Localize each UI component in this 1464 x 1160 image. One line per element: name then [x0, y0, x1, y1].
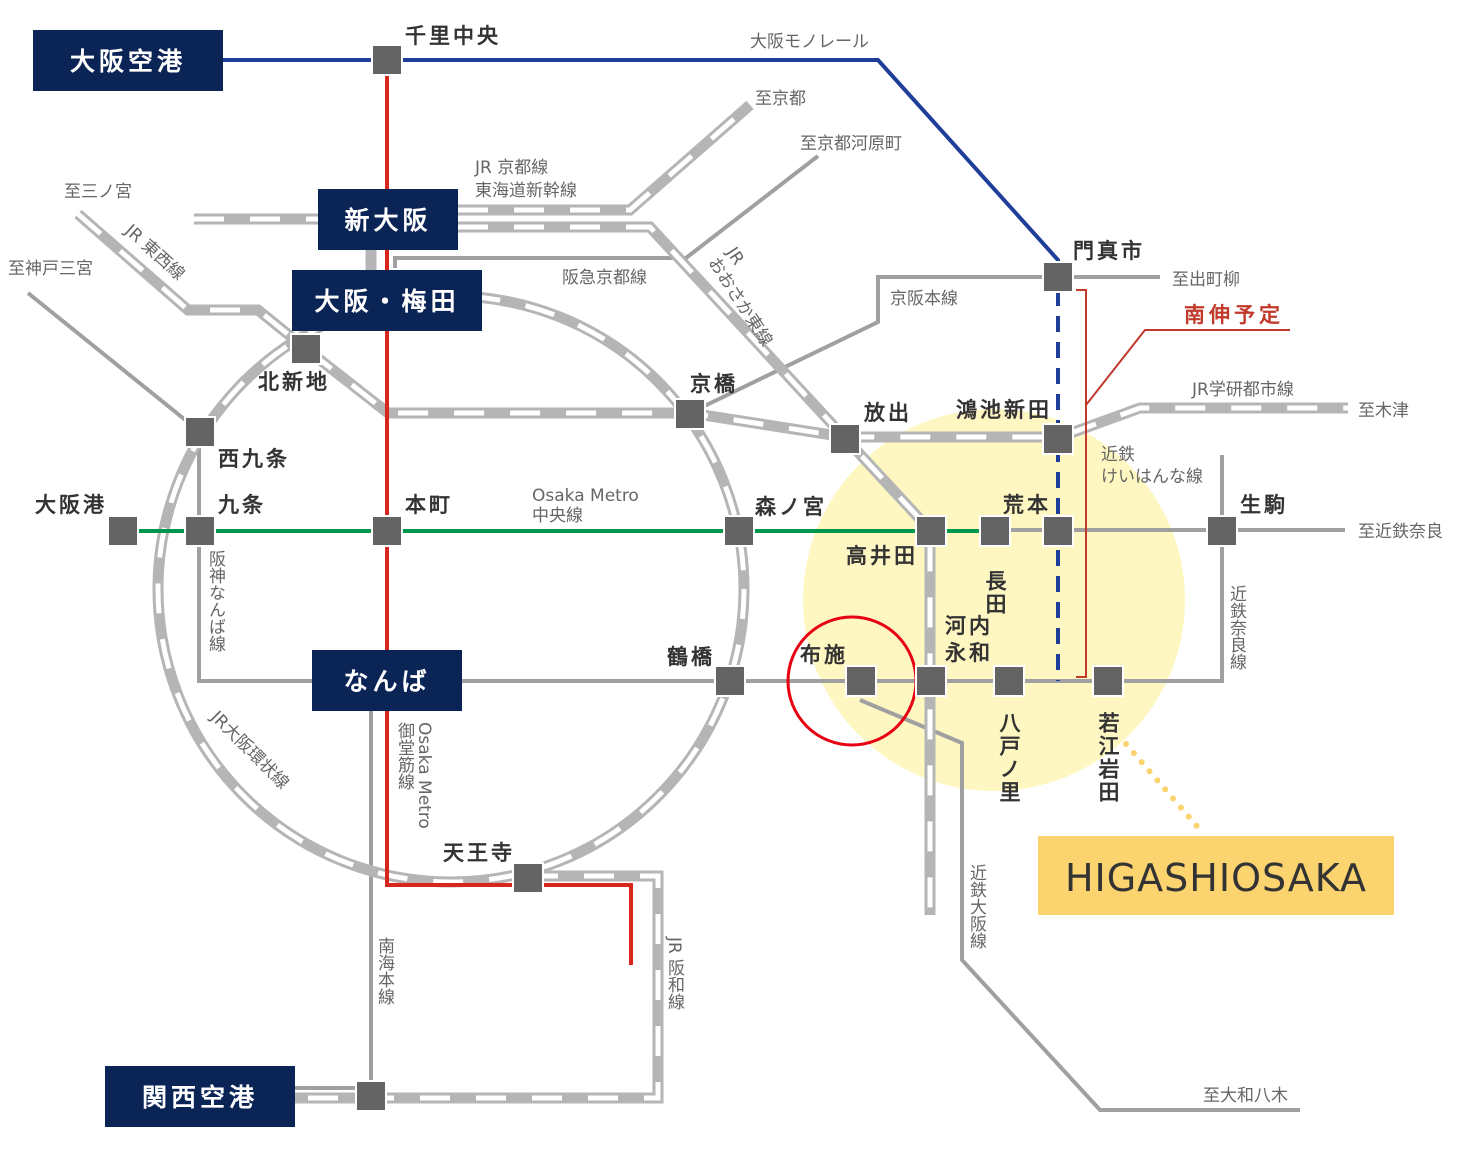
label-hanshin-namba: 阪神なんば線: [205, 550, 226, 652]
label-tsuruhashi: 鶴橋: [667, 645, 715, 669]
planned-extension-bracket: [1076, 289, 1087, 678]
hub-kansai-airport[interactable]: 関西空港: [105, 1066, 295, 1127]
label-jr-hanwa: JR 阪和線: [664, 936, 685, 1010]
label-midosuji-2: 御堂筋線: [394, 722, 415, 790]
jr-osaka-higashi-line: [458, 221, 936, 915]
label-kyobashi: 京橋: [690, 372, 738, 396]
station-aramoto[interactable]: [1042, 515, 1074, 547]
planned-extension-label: 南伸予定: [1184, 303, 1284, 327]
label-morinomiya: 森ノ宮: [755, 495, 827, 519]
label-tennoji: 天王寺: [443, 841, 515, 865]
label-hankyu-kyoto: 阪急京都線: [562, 268, 647, 288]
label-nishikujo: 西九条: [218, 447, 290, 471]
svg-text:大阪空港: 大阪空港: [70, 47, 186, 76]
station-hatonosato[interactable]: [993, 665, 1025, 697]
hub-shin-osaka[interactable]: 新大阪: [318, 189, 458, 250]
station-wakae-iwata[interactable]: [1092, 665, 1124, 697]
label-jr-loop: JR大阪環状線: [206, 707, 293, 794]
label-kujo: 九条: [217, 493, 266, 517]
dest-yamato-yagi: 至大和八木: [1203, 1086, 1288, 1106]
station-konoike[interactable]: [1042, 423, 1074, 455]
station-honmachi[interactable]: [371, 515, 403, 547]
station-senri-chuo[interactable]: [371, 44, 403, 76]
label-kawachi-eiwa-2: 永和: [944, 641, 993, 665]
station-hanaten[interactable]: [829, 423, 861, 455]
station-osakako[interactable]: [107, 515, 139, 547]
svg-text:HIGASHIOSAKA: HIGASHIOSAKA: [1065, 856, 1367, 900]
label-nagata: 長田: [983, 570, 1007, 616]
label-wakae-iwata: 若江岩田: [1096, 712, 1121, 804]
kobe-line: [26, 291, 201, 433]
label-osakako: 大阪港: [35, 493, 107, 517]
label-senri-chuo: 千里中央: [405, 24, 501, 48]
area-label-connector: [1123, 741, 1205, 835]
station-kitashinchi[interactable]: [290, 333, 322, 365]
jr-hanwa-line: [295, 870, 664, 1104]
jr-kyoto-line: [194, 100, 754, 225]
station-nishikujo[interactable]: [184, 416, 216, 448]
jr-loop-line: [152, 290, 750, 888]
label-chuo-1: Osaka Metro: [532, 486, 639, 506]
label-kintetsu-nara: 近鉄奈良線: [1226, 585, 1247, 670]
midosuji-line: [385, 60, 633, 965]
label-kadoma: 門真市: [1073, 239, 1145, 263]
station-kix-junction[interactable]: [355, 1080, 387, 1112]
dest-kawaramachi: 至京都河原町: [800, 134, 902, 154]
label-hanaten: 放出: [863, 401, 912, 425]
planned-extension-leader: [1085, 329, 1290, 406]
higashiosaka-label: HIGASHIOSAKA: [1038, 836, 1394, 915]
label-keihanna-2: けいはんな線: [1101, 467, 1203, 487]
jr-tozai-line: [74, 209, 1348, 443]
label-takaida: 高井田: [846, 544, 918, 568]
label-ikoma: 生駒: [1240, 493, 1288, 517]
higashiosaka-area: [803, 409, 1185, 791]
hub-osaka-umeda[interactable]: 大阪・梅田: [292, 270, 482, 331]
dest-kintetsu-nara: 至近鉄奈良: [1358, 522, 1443, 542]
station-kawachi-eiwa[interactable]: [915, 665, 947, 697]
label-jr-kyoto-1: JR 京都線: [474, 158, 548, 178]
label-kintetsu-osaka: 近鉄大阪線: [966, 864, 987, 949]
label-konoike: 鴻池新田: [956, 398, 1052, 422]
hanshin-namba-line: [197, 431, 320, 683]
svg-text:なんば: なんば: [343, 667, 430, 696]
label-chuo-2: 中央線: [532, 506, 583, 526]
label-jr-gakkentoshi: JR学研都市線: [1191, 380, 1294, 400]
label-midosuji-1: Osaka Metro: [414, 722, 434, 829]
station-takaida[interactable]: [915, 515, 947, 547]
station-tennoji[interactable]: [512, 862, 544, 894]
label-hatonosato: 八戸ノ里: [997, 712, 1021, 804]
station-kujo[interactable]: [184, 515, 216, 547]
label-jr-kyoto-2: 東海道新幹線: [475, 180, 577, 201]
dest-kizu: 至木津: [1358, 401, 1409, 421]
label-kawachi-eiwa-1: 河内: [945, 614, 993, 638]
svg-text:大阪・梅田: 大阪・梅田: [314, 287, 459, 316]
label-nankai: 南海本線: [374, 937, 395, 1005]
hub-namba[interactable]: なんば: [312, 650, 462, 711]
station-kadoma[interactable]: [1042, 261, 1074, 293]
label-kitashinchi: 北新地: [258, 370, 330, 394]
svg-text:関西空港: 関西空港: [142, 1083, 258, 1112]
label-aramoto: 荒本: [1003, 493, 1051, 517]
dest-kyoto: 至京都: [755, 89, 806, 109]
station-kyobashi[interactable]: [674, 398, 706, 430]
label-fuse: 布施: [800, 643, 848, 667]
label-keihanna-1: 近鉄: [1101, 445, 1135, 465]
station-fuse[interactable]: [845, 665, 877, 697]
label-keihan: 京阪本線: [890, 289, 958, 309]
dest-sannomiya: 至三ノ宮: [64, 182, 132, 202]
svg-text:新大阪: 新大阪: [344, 206, 431, 235]
hub-itami-airport[interactable]: 大阪空港: [33, 30, 223, 91]
station-morinomiya[interactable]: [723, 515, 755, 547]
label-monorail: 大阪モノレール: [750, 32, 869, 52]
station-ikoma[interactable]: [1206, 515, 1238, 547]
station-nagata[interactable]: [979, 515, 1011, 547]
dest-demachiyanagi: 至出町柳: [1172, 270, 1240, 290]
hankyu-kyoto-line: [393, 154, 820, 268]
station-tsuruhashi[interactable]: [714, 665, 746, 697]
dest-kobe-sannomiya: 至神戸三宮: [8, 259, 93, 279]
label-honmachi: 本町: [405, 493, 453, 517]
